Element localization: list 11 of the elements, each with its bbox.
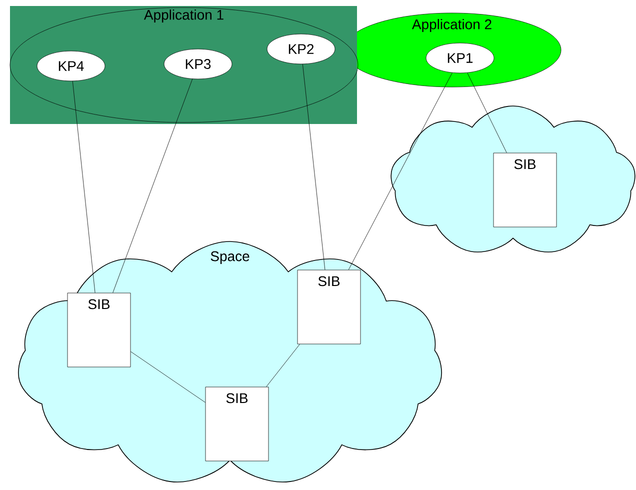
sib-box: SIB <box>297 270 361 344</box>
connector-line <box>302 64 326 270</box>
sib-box: SIB <box>67 292 131 368</box>
sib-box: SIB <box>205 386 269 462</box>
connector-line <box>467 72 507 153</box>
sib-box: SIB <box>493 152 557 228</box>
connector-line <box>348 72 452 270</box>
connector-line <box>72 80 96 293</box>
connector-line <box>112 78 193 293</box>
connector-line <box>130 351 206 403</box>
connector-line <box>266 344 300 387</box>
